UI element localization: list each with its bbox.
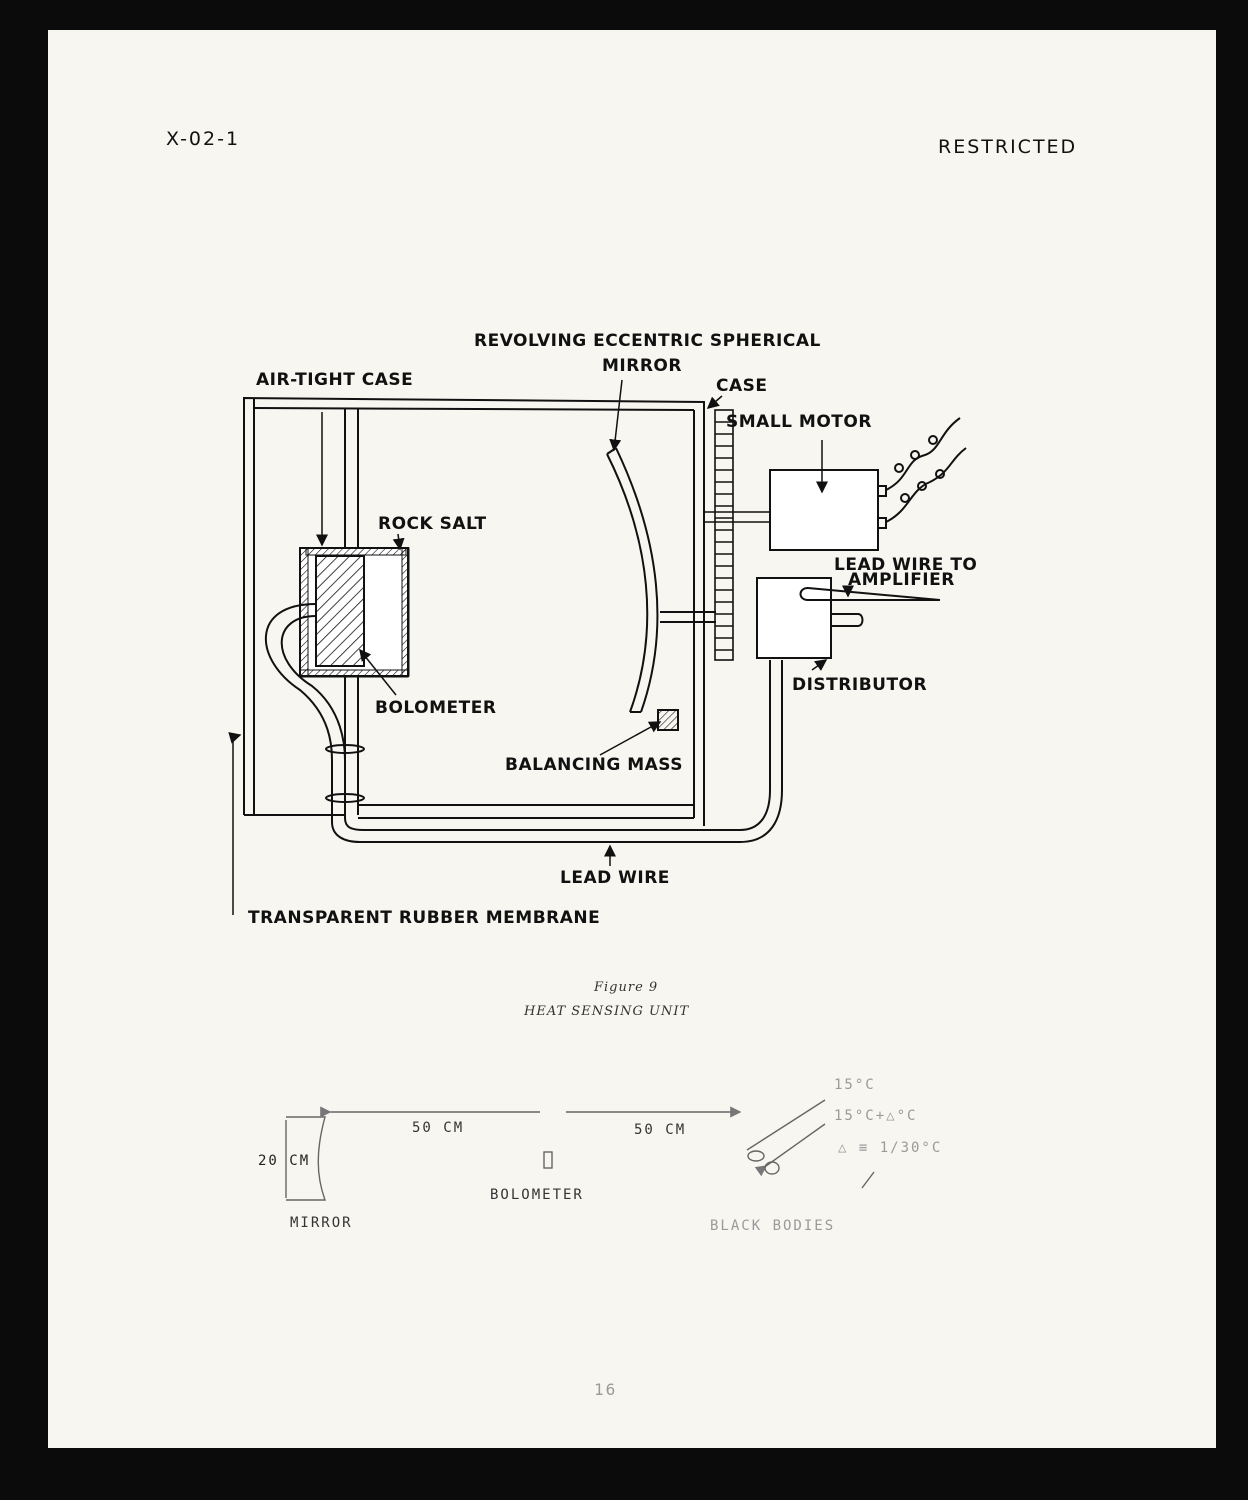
- document-id: X-02-1: [166, 128, 241, 150]
- label-case: CASE: [716, 376, 768, 396]
- label-mirror-title-2: MIRROR: [602, 356, 682, 376]
- revolving-mirror: [606, 447, 716, 713]
- label-lead-wire: LEAD WIRE: [560, 868, 670, 888]
- label-mirror: MIRROR: [290, 1215, 353, 1231]
- label-bolometer: BOLOMETER: [375, 698, 497, 718]
- label-air-tight-case: AIR-TIGHT CASE: [256, 370, 414, 390]
- label-delta: △ ≡ 1/30°C: [838, 1140, 943, 1156]
- bolometer-element: [315, 555, 365, 667]
- label-bolometer-small: BOLOMETER: [490, 1187, 584, 1203]
- gear-stack: [704, 409, 770, 661]
- label-mirror-height: 20 CM: [258, 1153, 311, 1169]
- label-membrane: TRANSPARENT RUBBER MEMBRANE: [248, 908, 601, 928]
- label-distance-right: 50 CM: [634, 1122, 687, 1138]
- label-temp-2: 15°C+△°C: [834, 1108, 918, 1124]
- label-distance-left: 50 CM: [412, 1120, 465, 1136]
- label-balancing-mass: BALANCING MASS: [505, 755, 684, 775]
- label-lead-wire-to: LEAD WIRE TO: [834, 555, 978, 575]
- lead-tube: [265, 603, 783, 843]
- page-number: 16: [594, 1380, 618, 1399]
- figure10-schematic: [285, 1099, 875, 1201]
- figure-number: Figure 9: [594, 980, 659, 995]
- label-amplifier: AMPLIFIER: [848, 570, 955, 590]
- small-motor: [769, 417, 967, 551]
- label-rock-salt: ROCK SALT: [378, 514, 487, 534]
- label-temp-1: 15°C: [834, 1077, 876, 1093]
- label-black-bodies: BLACK BODIES: [710, 1218, 836, 1234]
- figure-title: HEAT SENSING UNIT: [524, 1004, 690, 1019]
- classification-marking: RESTRICTED: [938, 136, 1078, 158]
- balancing-mass-block: [657, 709, 679, 731]
- document-page: [48, 30, 1216, 1448]
- label-mirror-title: REVOLVING ECCENTRIC SPHERICAL: [474, 331, 821, 351]
- inner-case-outline: [344, 408, 694, 819]
- air-tight-case-outline: [243, 396, 705, 826]
- label-distributor: DISTRIBUTOR: [792, 675, 928, 695]
- label-small-motor: SMALL MOTOR: [726, 412, 872, 432]
- distributor: [756, 577, 941, 659]
